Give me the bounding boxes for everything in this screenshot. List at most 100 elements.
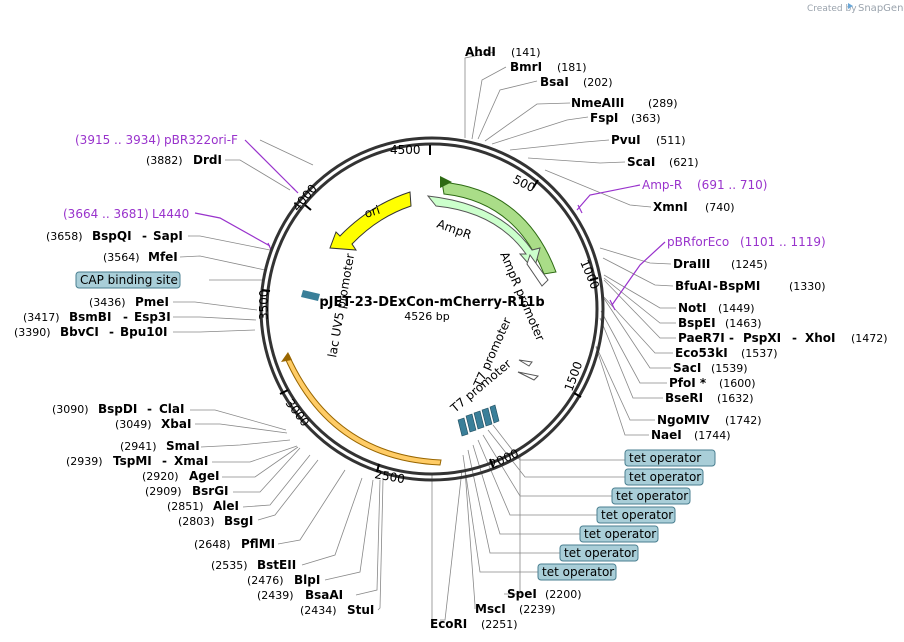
tet-operator-labels: tet operator tet operator tet operator t… (537, 449, 716, 581)
tick-label: 2500 (373, 467, 406, 486)
site-name[interactable]: ScaI (627, 155, 655, 169)
t7-promoter-arrows (517, 359, 540, 381)
backbone-inner (265, 142, 599, 476)
site-name[interactable]: AleI (213, 499, 239, 513)
cap-binding-site-box[interactable] (75, 271, 181, 289)
site-name[interactable]: NaeI (651, 428, 682, 442)
ori-label: ori (363, 203, 382, 221)
site-name[interactable]: BstEII (257, 558, 296, 572)
orange-feature-arrow (281, 352, 292, 362)
separator: - (792, 331, 797, 345)
primer-name[interactable]: L4440 (152, 207, 189, 221)
site-name[interactable]: MfeI (148, 250, 178, 264)
site-name[interactable]: PvuI (611, 133, 641, 147)
primer-name[interactable]: pBRforEco (667, 235, 729, 249)
plasmid-length: 4526 bp (404, 310, 449, 323)
site-name[interactable]: XhoI (805, 331, 836, 345)
site-name[interactable]: BsaI (540, 75, 569, 89)
site-name[interactable]: BsgI (224, 514, 253, 528)
site-name[interactable]: Bpu10I (120, 325, 167, 339)
ampr-promoter-feature[interactable] (526, 253, 549, 287)
site-name[interactable]: BsrGI (192, 484, 229, 498)
site-pos: (1463) (725, 317, 762, 330)
site-name[interactable]: PflMI (241, 537, 275, 551)
primer-range: (3664 .. 3681) (63, 207, 149, 221)
site-name[interactable]: SpeI (507, 587, 537, 601)
green-feature-arrow (440, 176, 452, 188)
plasmid-name: pJET-23-DExCon-mCherry-R11b (319, 295, 544, 310)
tet-operator-label: tet operator (564, 546, 636, 560)
site-name[interactable]: DrdI (193, 153, 222, 167)
site-pos: (1632) (717, 392, 754, 405)
site-name[interactable]: FspI (590, 111, 618, 125)
site-name[interactable]: BspMI (719, 279, 760, 293)
site-name[interactable]: XbaI (161, 417, 191, 431)
tick-label: 500 (511, 172, 538, 195)
site-name[interactable]: DraIII (673, 257, 710, 271)
site-name[interactable]: MscI (475, 602, 506, 616)
site-name[interactable]: AgeI (189, 469, 219, 483)
enzyme-labels-left: BsgI (2803) AleI (2851) BsrGI (2909) Age… (14, 133, 253, 528)
green-feature[interactable] (441, 181, 557, 275)
site-name[interactable]: PmeI (135, 295, 169, 309)
site-pos: (181) (557, 61, 587, 74)
site-name[interactable]: Esp3I (134, 310, 171, 324)
site-pos: (3390) (14, 326, 51, 339)
site-pos: (289) (648, 97, 678, 110)
site-name[interactable]: BsmBI (69, 310, 111, 324)
site-pos: (2535) (211, 559, 248, 572)
site-name[interactable]: BspEI (678, 316, 716, 330)
site-name[interactable]: NotI (678, 301, 707, 315)
tet-operator-box[interactable] (537, 563, 617, 581)
site-pos: (3436) (89, 296, 126, 309)
site-pos: (1245) (731, 258, 768, 271)
primer-name[interactable]: Amp-R (642, 178, 682, 192)
site-name[interactable]: BfuAI (675, 279, 712, 293)
site-name[interactable]: BbvCI (60, 325, 99, 339)
tet-operator-box[interactable] (596, 506, 676, 524)
tet-operator-box[interactable] (611, 487, 691, 505)
tet-operator-label: tet operator (542, 565, 614, 579)
site-name[interactable]: XmnI (653, 200, 688, 214)
site-name[interactable]: XmaI (174, 454, 208, 468)
tet-operator-label: tet operator (584, 527, 656, 541)
site-name[interactable]: BlpI (294, 573, 320, 587)
site-name[interactable]: BspQI (92, 229, 132, 243)
site-name[interactable]: BmrI (510, 60, 542, 74)
site-name[interactable]: TspMI (113, 454, 152, 468)
ori-feature[interactable] (329, 191, 412, 251)
site-pos: (2439) (257, 589, 294, 602)
created-by-text: Created by (807, 4, 857, 14)
site-name[interactable]: PfoI * (669, 376, 707, 390)
site-name[interactable]: SmaI (166, 439, 200, 453)
site-name[interactable]: SacI (673, 361, 701, 375)
primer-name[interactable]: pBR322ori-F (164, 133, 238, 147)
site-name[interactable]: EcoRI (430, 617, 467, 631)
site-pos: (2476) (247, 574, 284, 587)
site-name[interactable]: Eco53kI (675, 346, 728, 360)
orange-feature[interactable] (284, 354, 442, 466)
site-pos: (2939) (66, 455, 103, 468)
tet-operator-box[interactable] (624, 449, 716, 467)
site-name[interactable]: SapI (153, 229, 183, 243)
site-pos: (202) (583, 76, 613, 89)
site-name[interactable]: PspXI (743, 331, 781, 345)
site-pos: (621) (669, 156, 699, 169)
tet-operator-box[interactable] (559, 544, 639, 562)
site-pos: (2851) (167, 500, 204, 513)
site-name[interactable]: NgoMIV (657, 413, 710, 427)
site-name[interactable]: BseRI (665, 391, 703, 405)
tet-operator-box[interactable] (579, 525, 659, 543)
site-pos: (2920) (142, 470, 179, 483)
separator: - (162, 454, 167, 468)
site-name[interactable]: BsaAI (305, 588, 343, 602)
site-name[interactable]: ClaI (159, 402, 184, 416)
site-name[interactable]: StuI (347, 603, 374, 617)
site-pos: (1539) (711, 362, 748, 375)
site-name[interactable]: AhdI (465, 45, 496, 59)
tet-operator-box[interactable] (624, 468, 704, 486)
site-name[interactable]: BspDI (98, 402, 137, 416)
site-name[interactable]: PaeR7I (678, 331, 725, 345)
site-name[interactable]: NmeAIII (571, 96, 624, 110)
